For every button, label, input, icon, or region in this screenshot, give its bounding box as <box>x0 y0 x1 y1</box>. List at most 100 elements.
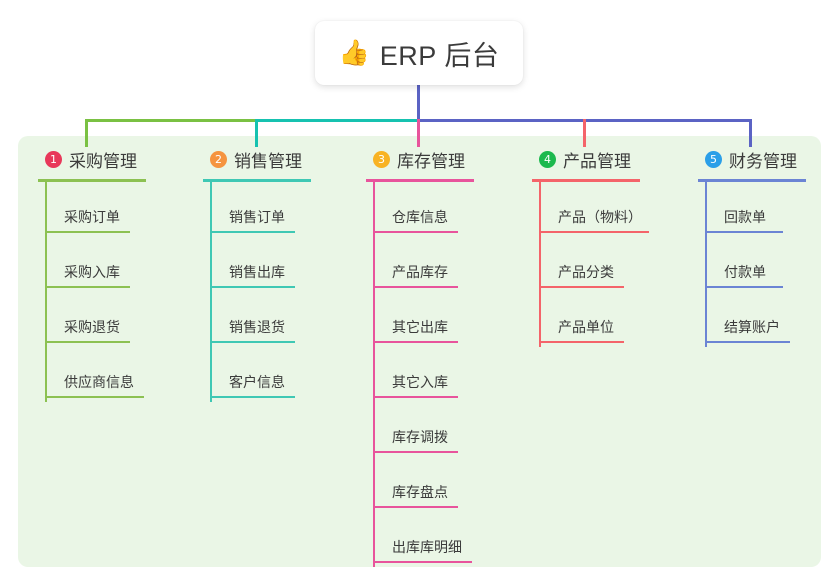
branch-column-4: 4 产品管理 产品（物料） 产品分类 产品单位 <box>532 146 692 347</box>
leaf-item[interactable]: 销售退货 <box>203 292 353 347</box>
leaf-label: 产品分类 <box>558 264 614 280</box>
branch-spine-3 <box>373 182 375 567</box>
column-drop-2 <box>255 119 258 147</box>
leaf-item[interactable]: 产品库存 <box>366 237 516 292</box>
branch-header-3[interactable]: 3 库存管理 <box>366 146 516 172</box>
leaf-item[interactable]: 仓库信息 <box>366 182 516 237</box>
branch-spine-4 <box>539 182 541 347</box>
branch-column-3: 3 库存管理 仓库信息 产品库存 其它出库 其它入库 库存调拨 <box>366 146 516 567</box>
root-node-label: ERP 后台 <box>379 40 500 71</box>
branch-badge-2: 2 <box>210 150 227 168</box>
leaf-label: 供应商信息 <box>64 374 134 390</box>
leaf-item[interactable]: 采购入库 <box>38 237 188 292</box>
leaf-item[interactable]: 采购退货 <box>38 292 188 347</box>
branch-badge-3: 3 <box>373 150 390 168</box>
leaf-item[interactable]: 产品（物料） <box>532 182 692 237</box>
branch-rule-4 <box>532 179 640 182</box>
leaf-label: 付款单 <box>724 264 766 280</box>
leaf-item[interactable]: 供应商信息 <box>38 347 188 402</box>
thumbs-up-icon: 👍 <box>338 38 370 67</box>
branch-header-1[interactable]: 1 采购管理 <box>38 146 188 172</box>
leaf-label: 其它入库 <box>392 374 448 390</box>
bus-segment-green <box>85 119 257 122</box>
leaf-rule <box>373 231 458 233</box>
leaf-item[interactable]: 库存调拨 <box>366 402 516 457</box>
leaf-label: 采购入库 <box>64 264 120 280</box>
leaf-rule <box>45 231 130 233</box>
branch-header-4[interactable]: 4 产品管理 <box>532 146 692 172</box>
leaf-rule <box>45 341 130 343</box>
branch-badge-5: 5 <box>705 150 722 168</box>
branch-badge-4: 4 <box>539 150 556 168</box>
branch-header-2[interactable]: 2 销售管理 <box>203 146 353 172</box>
leaf-rule <box>373 561 472 563</box>
leaf-label: 产品库存 <box>392 264 448 280</box>
leaf-item[interactable]: 产品分类 <box>532 237 692 292</box>
leaf-rule <box>210 286 295 288</box>
leaf-item[interactable]: 产品单位 <box>532 292 692 347</box>
leaf-item[interactable]: 客户信息 <box>203 347 353 402</box>
leaf-rule <box>45 396 144 398</box>
leaf-item[interactable]: 付款单 <box>698 237 839 292</box>
leaf-label: 销售退货 <box>229 319 285 335</box>
branch-title-3: 库存管理 <box>397 151 465 171</box>
leaf-rule <box>705 231 783 233</box>
leaf-label: 客户信息 <box>229 374 285 390</box>
leaf-label: 销售订单 <box>229 209 285 225</box>
leaf-item[interactable]: 回款单 <box>698 182 839 237</box>
branch-rule-2 <box>203 179 311 182</box>
leaf-label: 采购订单 <box>64 209 120 225</box>
branch-column-5: 5 财务管理 回款单 付款单 结算账户 <box>698 146 839 347</box>
leaf-rule <box>373 341 458 343</box>
branch-title-2: 销售管理 <box>234 151 302 171</box>
leaf-label: 采购退货 <box>64 319 120 335</box>
branch-rule-3 <box>366 179 474 182</box>
root-node[interactable]: 👍 ERP 后台 <box>315 21 523 85</box>
leaf-rule <box>210 396 295 398</box>
branch-items-5: 回款单 付款单 结算账户 <box>698 182 839 347</box>
branch-items-3: 仓库信息 产品库存 其它出库 其它入库 库存调拨 库存盘点 <box>366 182 516 567</box>
leaf-item[interactable]: 销售出库 <box>203 237 353 292</box>
column-drop-5 <box>749 119 752 147</box>
leaf-label: 产品（物料） <box>558 209 642 225</box>
leaf-rule <box>210 231 295 233</box>
branch-title-5: 财务管理 <box>729 151 797 171</box>
bus-segment-teal <box>255 119 419 122</box>
leaf-label: 结算账户 <box>724 319 780 335</box>
branch-header-5[interactable]: 5 财务管理 <box>698 146 839 172</box>
leaf-rule <box>373 506 458 508</box>
leaf-rule <box>210 341 295 343</box>
leaf-rule <box>539 341 624 343</box>
leaf-item[interactable]: 采购订单 <box>38 182 188 237</box>
leaf-item[interactable]: 结算账户 <box>698 292 839 347</box>
leaf-item[interactable]: 库存盘点 <box>366 457 516 512</box>
leaf-item[interactable]: 出库库明细 <box>366 512 516 567</box>
column-drop-3 <box>417 119 420 147</box>
leaf-label: 销售出库 <box>229 264 285 280</box>
branch-title-1: 采购管理 <box>69 151 137 171</box>
leaf-label: 其它出库 <box>392 319 448 335</box>
column-drop-4 <box>583 119 586 147</box>
leaf-label: 库存调拨 <box>392 429 448 445</box>
leaf-item[interactable]: 其它入库 <box>366 347 516 402</box>
root-drop-connector <box>417 85 420 121</box>
branch-items-4: 产品（物料） 产品分类 产品单位 <box>532 182 692 347</box>
branch-items-2: 销售订单 销售出库 销售退货 客户信息 <box>203 182 353 402</box>
leaf-label: 产品单位 <box>558 319 614 335</box>
leaf-label: 出库库明细 <box>392 539 462 555</box>
branch-badge-1: 1 <box>45 150 62 168</box>
branch-rule-5 <box>698 179 806 182</box>
leaf-rule <box>705 341 790 343</box>
leaf-rule <box>705 286 783 288</box>
branch-column-1: 1 采购管理 采购订单 采购入库 采购退货 供应商信息 <box>38 146 188 402</box>
leaf-label: 仓库信息 <box>392 209 448 225</box>
leaf-rule <box>373 286 458 288</box>
branch-items-1: 采购订单 采购入库 采购退货 供应商信息 <box>38 182 188 402</box>
branch-column-2: 2 销售管理 销售订单 销售出库 销售退货 客户信息 <box>203 146 353 402</box>
leaf-rule <box>45 286 130 288</box>
leaf-label: 回款单 <box>724 209 766 225</box>
diagram-panel <box>18 136 821 567</box>
leaf-item[interactable]: 销售订单 <box>203 182 353 237</box>
leaf-item[interactable]: 其它出库 <box>366 292 516 347</box>
